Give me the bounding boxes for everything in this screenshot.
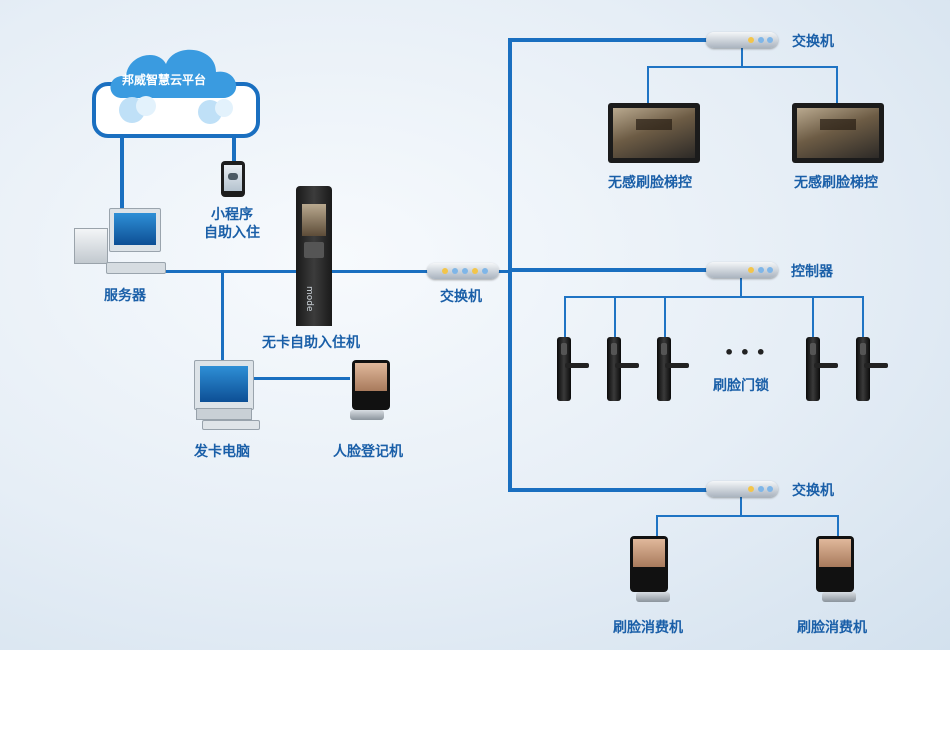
elevator-control-1 [608,103,700,163]
elevator-2-label: 无感刷脸梯控 [794,175,878,191]
branch-lock-1 [564,296,566,338]
door-lock-4 [806,337,838,401]
server-monitor [109,208,161,252]
branch-pay-1 [656,515,658,537]
cloud-label: 邦威智慧云平台 [122,73,207,87]
main-switch [427,263,499,279]
branch-switch-bottom-horizontal [656,515,839,517]
branch-lock-3 [664,296,666,338]
card-pc-keyboard [202,420,260,430]
door-lock-label: 刷脸门锁 [713,378,769,394]
switch-bottom [706,481,778,497]
card-pc-monitor [194,360,254,410]
pay-1-label: 刷脸消费机 [613,620,683,636]
backbone-vertical [508,38,512,492]
elevator-control-2 [792,103,884,163]
controller [706,262,778,278]
door-lock-ellipsis: • • • [724,343,766,362]
link-backbone-switch-bottom [508,488,708,492]
switch-bottom-label: 交换机 [792,483,834,499]
cloud-platform: 邦威智慧云平台 [92,40,260,140]
chat-icon [228,173,238,180]
kiosk-label: 无卡自助入住机 [262,335,360,351]
face-pay-terminal-1 [630,536,670,602]
branch-switch-bottom-down [740,496,742,516]
self-checkin-kiosk: mode [296,186,332,326]
kiosk-screen [302,204,326,236]
mobile-phone [221,161,245,197]
server-keyboard [106,262,166,274]
switch-top [706,32,778,48]
link-backbone-controller [508,268,708,272]
branch-pay-2 [837,515,839,537]
face-register-device [350,360,390,420]
link-cloud-left [120,125,124,216]
door-lock-2 [607,337,639,401]
face-register-label: 人脸登记机 [333,444,403,460]
branch-controller-horizontal [564,296,864,298]
switch-top-label: 交换机 [792,34,834,50]
branch-switch-top-horizontal [647,66,838,68]
face-pay-terminal-2 [816,536,856,602]
elevator-1-label: 无感刷脸梯控 [608,175,692,191]
branch-lock-2 [614,296,616,338]
link-cloud-right [232,125,236,163]
server-label: 服务器 [104,288,146,304]
pay-2-label: 刷脸消费机 [797,620,867,636]
cloud-icon [92,49,260,138]
kiosk-card-slot [304,242,324,258]
server-tower [74,228,108,264]
link-bus-to-card-pc [221,270,224,363]
door-lock-1 [557,337,589,401]
branch-controller-down [740,277,742,297]
phone-screen [224,165,242,191]
network-topology-diagram: 邦威智慧云平台 小程序 自助入住 服务器 mode 无卡自助入住机 交换机 发卡… [0,0,950,650]
door-lock-5 [856,337,888,401]
link-backbone-switch-top [508,38,708,42]
controller-label: 控制器 [791,264,833,280]
branch-elevator-1 [647,66,649,104]
mini-program-label-1: 小程序 [211,207,253,223]
main-switch-label: 交换机 [440,289,482,305]
link-main-switch-to-backbone [498,270,510,273]
card-pc-label: 发卡电脑 [194,444,250,460]
door-lock-3 [657,337,689,401]
branch-switch-top-down [741,47,743,67]
card-pc-base [196,408,252,420]
link-card-pc-to-face-register [250,377,350,380]
branch-lock-5 [862,296,864,338]
branch-elevator-2 [836,66,838,104]
branch-lock-4 [812,296,814,338]
mini-program-label-2: 自助入住 [204,225,260,241]
kiosk-brand: mode [304,286,314,312]
